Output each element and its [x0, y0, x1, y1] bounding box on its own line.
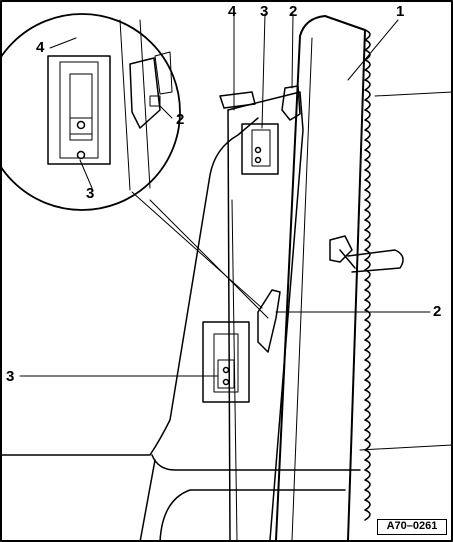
callout-4-top: 4 — [228, 3, 237, 20]
reference-code-label: A70–0261 — [377, 519, 447, 535]
leader-1 — [347, 19, 399, 81]
callout-2-mid: 2 — [433, 303, 442, 320]
projection-line-lower — [149, 199, 269, 319]
door-pin — [329, 235, 404, 273]
lower-clip-housing — [202, 321, 250, 403]
door-lower-curve — [139, 459, 156, 542]
callout-3-top: 3 — [260, 3, 269, 20]
body-lower-line — [359, 444, 453, 451]
upper-clip-housing — [241, 123, 279, 175]
upper-clip-2 — [281, 85, 301, 121]
mid-clip-2 — [257, 289, 281, 353]
upper-tab — [219, 91, 256, 109]
callout-3-inset: 3 — [86, 185, 95, 202]
magnifier-detail — [47, 19, 173, 191]
leader-3-top — [261, 13, 266, 129]
seal-outer-edge — [299, 15, 366, 541]
detail-magnifier — [0, 13, 181, 211]
callout-2-top: 2 — [289, 3, 298, 20]
projection-line-upper — [131, 191, 263, 309]
leader-2-inset — [159, 105, 173, 119]
seal-coil — [364, 29, 371, 521]
callout-4-inset: 4 — [36, 39, 45, 56]
leader-2-top — [291, 13, 294, 89]
callout-2-inset: 2 — [176, 111, 185, 128]
leader-4-inset — [49, 37, 77, 49]
seal-face-line — [291, 37, 313, 541]
seal-inner-edge — [275, 35, 301, 541]
callout-3-left: 3 — [6, 368, 15, 385]
lower-sill — [159, 489, 346, 542]
callout-1: 1 — [396, 3, 405, 20]
leader-3-inset — [79, 159, 93, 189]
door-inner-curve — [151, 454, 361, 471]
body-top-line — [374, 91, 453, 97]
